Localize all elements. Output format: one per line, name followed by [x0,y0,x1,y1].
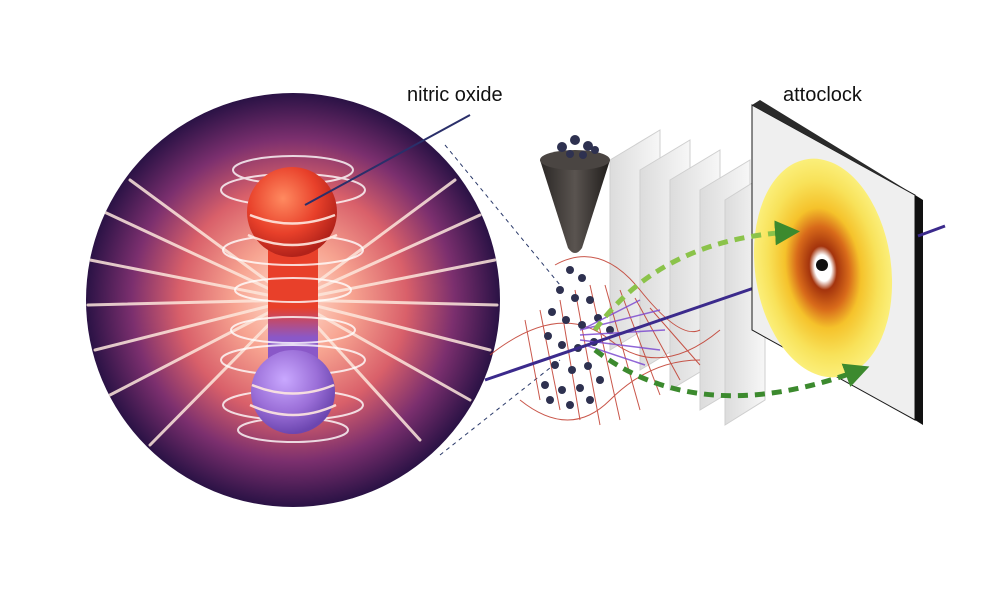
detector-center [816,259,828,271]
nitrogen-atom [251,350,335,434]
nitric-oxide-label: nitric oxide [407,84,503,107]
attoclock-label: attoclock [783,84,862,107]
molecule-sphere [86,93,500,507]
gas-nozzle [540,150,610,253]
oxygen-atom [247,167,337,257]
molecular-jet [541,266,614,409]
